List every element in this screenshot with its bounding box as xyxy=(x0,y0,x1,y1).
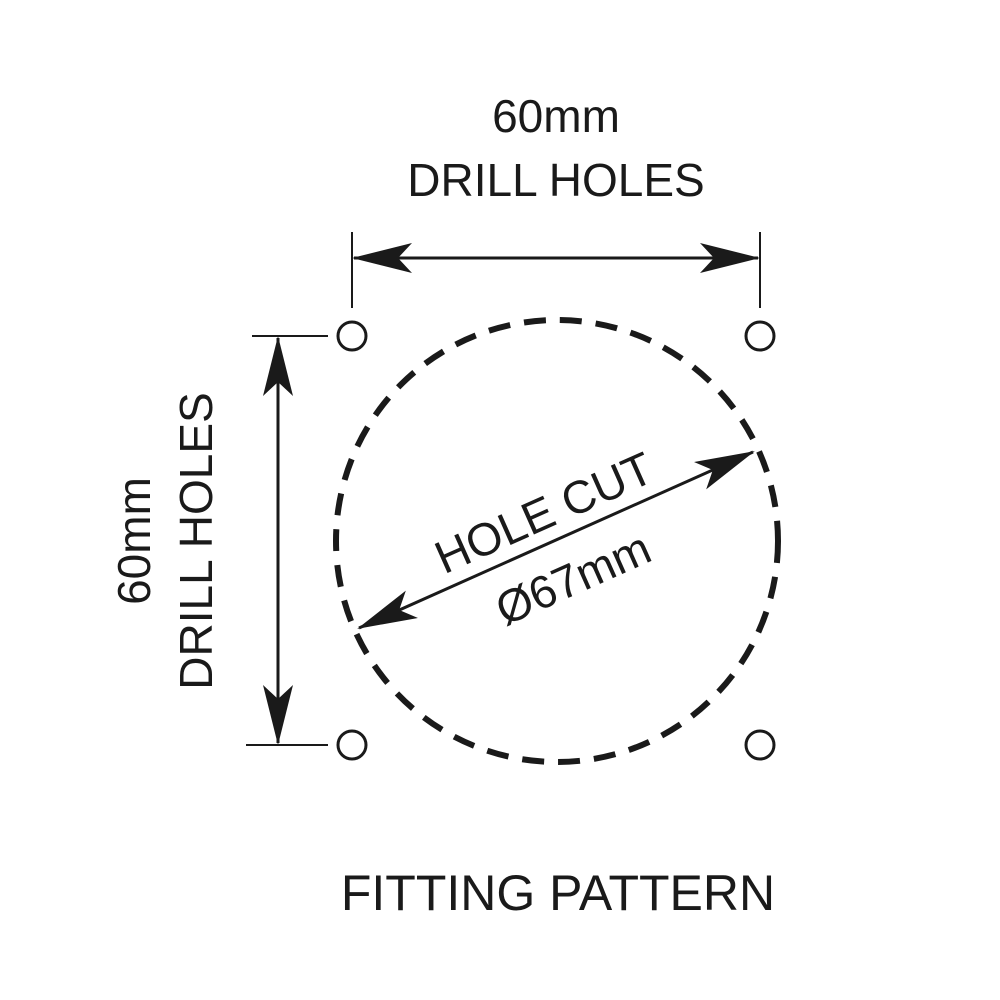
drill-hole-top-right xyxy=(744,320,776,352)
hole-cut-outline xyxy=(333,317,781,765)
drill-holes xyxy=(336,320,776,761)
top-dimension-value: 60mm xyxy=(492,90,620,142)
drill-hole-bottom-left xyxy=(336,729,368,761)
side-dimension-value: 60mm xyxy=(108,477,160,605)
hole-cut-diameter-arrow xyxy=(357,450,755,630)
side-dimension-label: DRILL HOLES xyxy=(170,392,222,689)
drill-hole-bottom-right xyxy=(744,729,776,761)
fitting-pattern-title: FITTING PATTERN xyxy=(341,865,775,921)
top-dimension: 60mm DRILL HOLES xyxy=(351,90,761,308)
top-dimension-label: DRILL HOLES xyxy=(407,154,704,206)
side-dimension: 60mm DRILL HOLES xyxy=(108,335,328,746)
drill-hole-top-left xyxy=(336,320,368,352)
